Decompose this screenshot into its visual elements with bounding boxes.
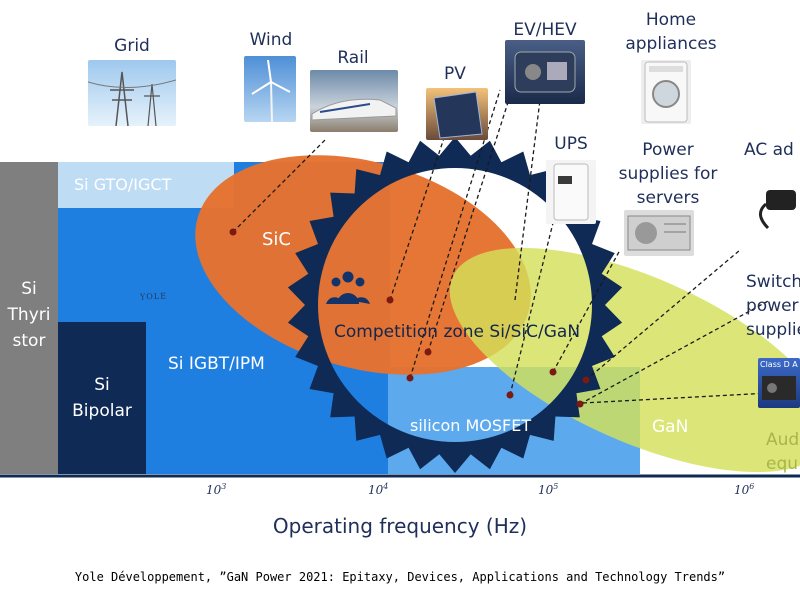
gan-ellipse (449, 247, 800, 473)
si-gto-igct-label: Si GTO/IGCT (74, 175, 172, 194)
ac-adapters-label: AC ad (744, 140, 794, 160)
ups-image (546, 160, 596, 224)
sic-ellipse (195, 155, 531, 375)
gan-label: GaN (652, 417, 689, 437)
grid-label: Grid (114, 36, 150, 56)
pv-image (426, 88, 488, 140)
switch-power-supplies-label: Switch power supplie (746, 272, 800, 340)
x-axis-label: Operating frequency (Hz) (272, 514, 528, 538)
si-gto-igct-region (58, 162, 234, 208)
si-bipolar-region (58, 322, 146, 474)
si-thyristor-label: Si Thyri stor (7, 279, 51, 351)
tick-1e3: 103 (206, 482, 227, 497)
audio-amplifier-image: Class D A (758, 358, 800, 408)
sic-label: SiC (262, 229, 291, 250)
home-appliances-label: Home appliances (625, 10, 717, 54)
grid-image (88, 60, 176, 126)
home-appliances-image (641, 60, 691, 124)
tick-1e4: 104 (368, 482, 389, 497)
pv-label: PV (444, 64, 466, 84)
yole-watermark: YOLE (139, 291, 168, 302)
audio-thumbnail-tag: Class D A (760, 360, 798, 369)
si-igbt-ipm-label: Si IGBT/IPM (168, 354, 265, 374)
wind-label: Wind (249, 30, 293, 50)
ac-adapter-image (756, 180, 800, 234)
ev-hev-image (505, 40, 585, 104)
rail-label: Rail (337, 48, 369, 68)
competition-zone-label: Competition zone Si/SiC/GaN (334, 322, 581, 342)
people-icon (326, 271, 370, 304)
ev-hev-label: EV/HEV (513, 20, 577, 40)
ups-label: UPS (554, 134, 588, 154)
audio-label: Aud equ (766, 430, 800, 474)
tick-1e5: 105 (538, 482, 559, 497)
leader-dots (229, 228, 590, 408)
silicon-mosfet-label: silicon MOSFET (410, 416, 532, 435)
si-bipolar-label: Si Bipolar (72, 375, 132, 421)
rail-image (310, 70, 398, 132)
source-caption: Yole Développement, ”GaN Power 2021: Epi… (74, 570, 726, 584)
wind-image (244, 56, 296, 122)
si-thyristor-region (0, 162, 58, 474)
server-psu-image (624, 210, 694, 256)
tick-1e6: 106 (734, 482, 755, 497)
server-psu-label: Power supplies for servers (618, 140, 718, 208)
